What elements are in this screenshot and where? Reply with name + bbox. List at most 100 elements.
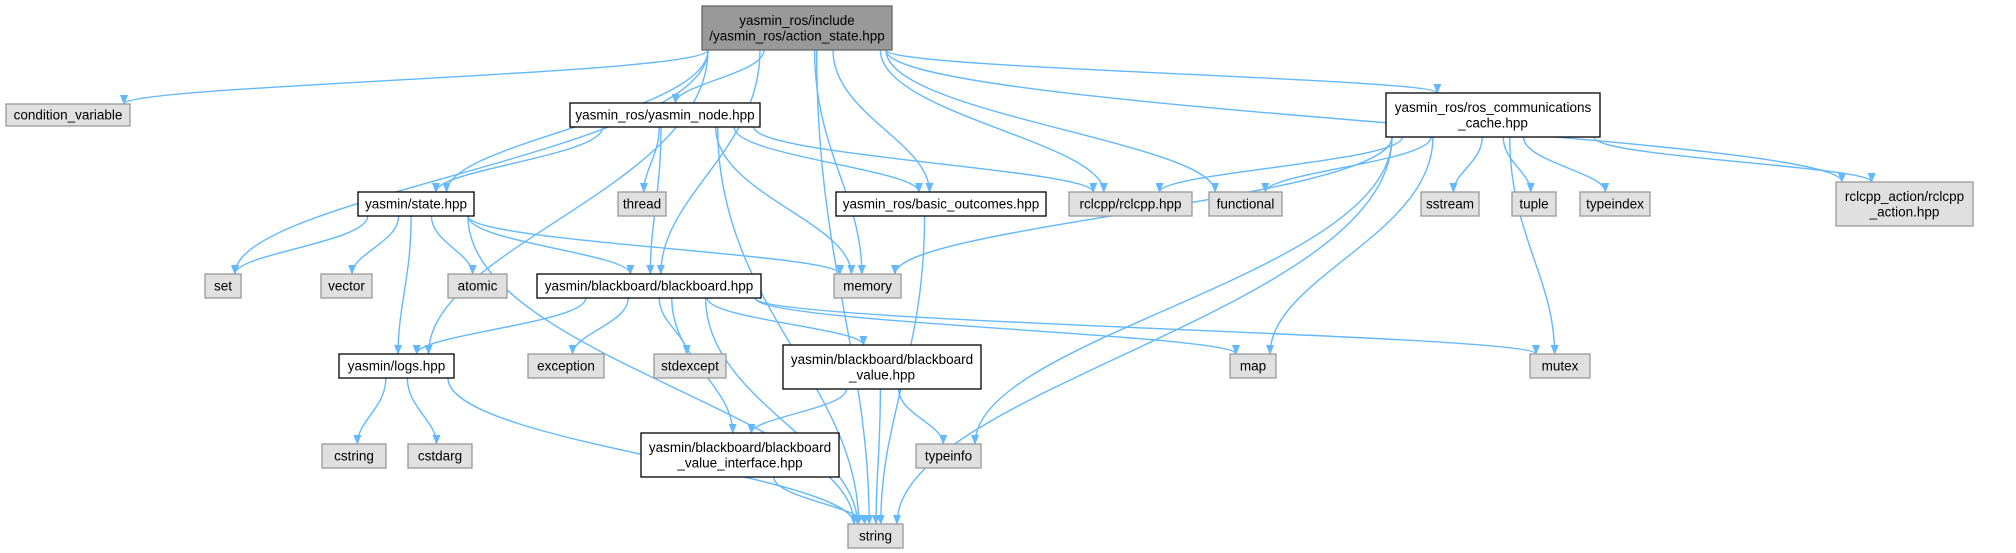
node-label: tuple [1519, 197, 1548, 212]
node-box [833, 273, 902, 299]
node-bb-value[interactable]: yasmin/blackboard/blackboard_value.hpp [782, 344, 982, 390]
node-box [782, 344, 982, 390]
node-label: rclcpp_action/rclcpp [1845, 189, 1964, 204]
edge-yasmin-node-to-memory [714, 126, 856, 275]
node-basic-outcomes[interactable]: yasmin_ros/basic_outcomes.hpp [835, 191, 1047, 217]
edge-ros-comm-to-mutex [1509, 136, 1559, 355]
node-box [447, 273, 508, 299]
nodes-layer: yasmin_ros/include/yasmin_ros/action_sta… [5, 5, 1974, 549]
node-label: string [859, 529, 892, 544]
node-box [536, 273, 762, 299]
edge-root-to-basic-outcomes [832, 49, 934, 193]
node-box [847, 523, 904, 549]
node-label: set [214, 279, 232, 294]
edge-ros-comm-to-sstream [1449, 136, 1483, 193]
node-yasmin-node[interactable]: yasmin_ros/yasmin_node.hpp [569, 102, 761, 128]
node-label: yasmin/state.hpp [365, 197, 467, 212]
edge-logs-to-cstdarg [406, 377, 441, 445]
edge-ros-comm-to-rclcpp [1155, 136, 1404, 193]
node-box [1420, 191, 1480, 217]
edge-logs-to-cstring [353, 377, 387, 445]
edge-state-to-logs [394, 215, 412, 355]
node-typeinfo: typeinfo [915, 443, 982, 469]
edge-yasmin-node-to-basic-outcomes [733, 126, 923, 193]
node-box [338, 353, 455, 379]
node-label: typeinfo [925, 449, 972, 464]
edge-root-to-blackboard [656, 49, 761, 275]
node-label: atomic [458, 279, 498, 294]
node-label: mutex [1542, 359, 1579, 374]
node-box [407, 443, 473, 469]
node-functional: functional [1208, 191, 1283, 217]
node-box [653, 353, 727, 379]
edge-blackboard-to-exception [568, 297, 629, 355]
edge-yasmin-node-to-string [716, 126, 863, 525]
node-label: map [1240, 359, 1266, 374]
node-box [915, 443, 982, 469]
node-box [1511, 191, 1557, 217]
edge-ros-comm-to-string [893, 136, 1393, 525]
node-tuple: tuple [1511, 191, 1557, 217]
node-box [1068, 191, 1193, 217]
edge-ros-comm-to-tuple [1502, 136, 1535, 193]
edge-blackboard-to-mutex [754, 297, 1540, 355]
node-bb-value-iface[interactable]: yasmin/blackboard/blackboard_value_inter… [640, 432, 840, 478]
node-box [320, 273, 373, 299]
node-exception: exception [527, 353, 605, 379]
node-thread: thread [617, 191, 667, 217]
node-label: cstdarg [418, 449, 462, 464]
node-state[interactable]: yasmin/state.hpp [357, 191, 475, 217]
node-set: set [204, 273, 242, 299]
node-mutex: mutex [1529, 353, 1591, 379]
node-label: _value_interface.hpp [676, 455, 802, 470]
node-label: sstream [1426, 197, 1474, 212]
node-label: yasmin/blackboard/blackboard [791, 352, 973, 367]
edge-root-to-condvar [120, 49, 709, 105]
edge-state-to-string [467, 215, 858, 525]
edge-ros-comm-to-typeindex [1522, 136, 1610, 193]
node-box [1529, 353, 1591, 379]
node-box [617, 191, 667, 217]
node-box [204, 273, 242, 299]
edge-blackboard-to-bb-value [706, 297, 868, 346]
node-vector: vector [320, 273, 373, 299]
edge-ros-comm-to-map [1266, 136, 1434, 355]
node-typeindex: typeindex [1579, 191, 1651, 217]
node-box [640, 432, 840, 478]
node-box [1208, 191, 1283, 217]
node-ros-comm[interactable]: yasmin_ros/ros_communications_cache.hpp [1385, 92, 1601, 138]
node-label: vector [328, 279, 365, 294]
edge-root-to-string [815, 49, 874, 525]
edge-root-to-set [231, 49, 709, 275]
edge-ros-comm-to-rclcpp-action [1593, 136, 1876, 183]
edge-blackboard-to-string [704, 297, 862, 525]
node-label: memory [843, 279, 892, 294]
node-logs[interactable]: yasmin/logs.hpp [338, 353, 455, 379]
node-sstream: sstream [1420, 191, 1480, 217]
edge-blackboard-to-stdexcept [658, 297, 691, 355]
node-box [321, 443, 387, 469]
node-label: yasmin_ros/yasmin_node.hpp [575, 108, 754, 123]
node-label: rclcpp/rclcpp.hpp [1079, 197, 1181, 212]
edge-blackboard-to-logs [412, 297, 587, 355]
node-label: _action.hpp [1869, 204, 1940, 219]
edge-blackboard-to-map [754, 297, 1240, 355]
node-label: cstring [334, 449, 374, 464]
node-label: yasmin_ros/ros_communications [1395, 100, 1592, 115]
edge-root-to-rclcpp [879, 49, 1108, 193]
node-box [569, 102, 761, 128]
node-blackboard[interactable]: yasmin/blackboard/blackboard.hpp [536, 273, 762, 299]
node-root[interactable]: yasmin_ros/include/yasmin_ros/action_sta… [701, 5, 893, 51]
node-box [1385, 92, 1601, 138]
node-label: typeindex [1586, 197, 1644, 212]
edge-state-to-atomic [430, 215, 477, 275]
edge-bb-value-to-string [872, 388, 882, 525]
node-memory: memory [833, 273, 902, 299]
edge-state-to-memory [467, 215, 844, 275]
node-atomic: atomic [447, 273, 508, 299]
node-box [527, 353, 605, 379]
node-box [835, 191, 1047, 217]
node-label: _value.hpp [848, 367, 915, 382]
edge-state-to-blackboard [467, 215, 635, 275]
